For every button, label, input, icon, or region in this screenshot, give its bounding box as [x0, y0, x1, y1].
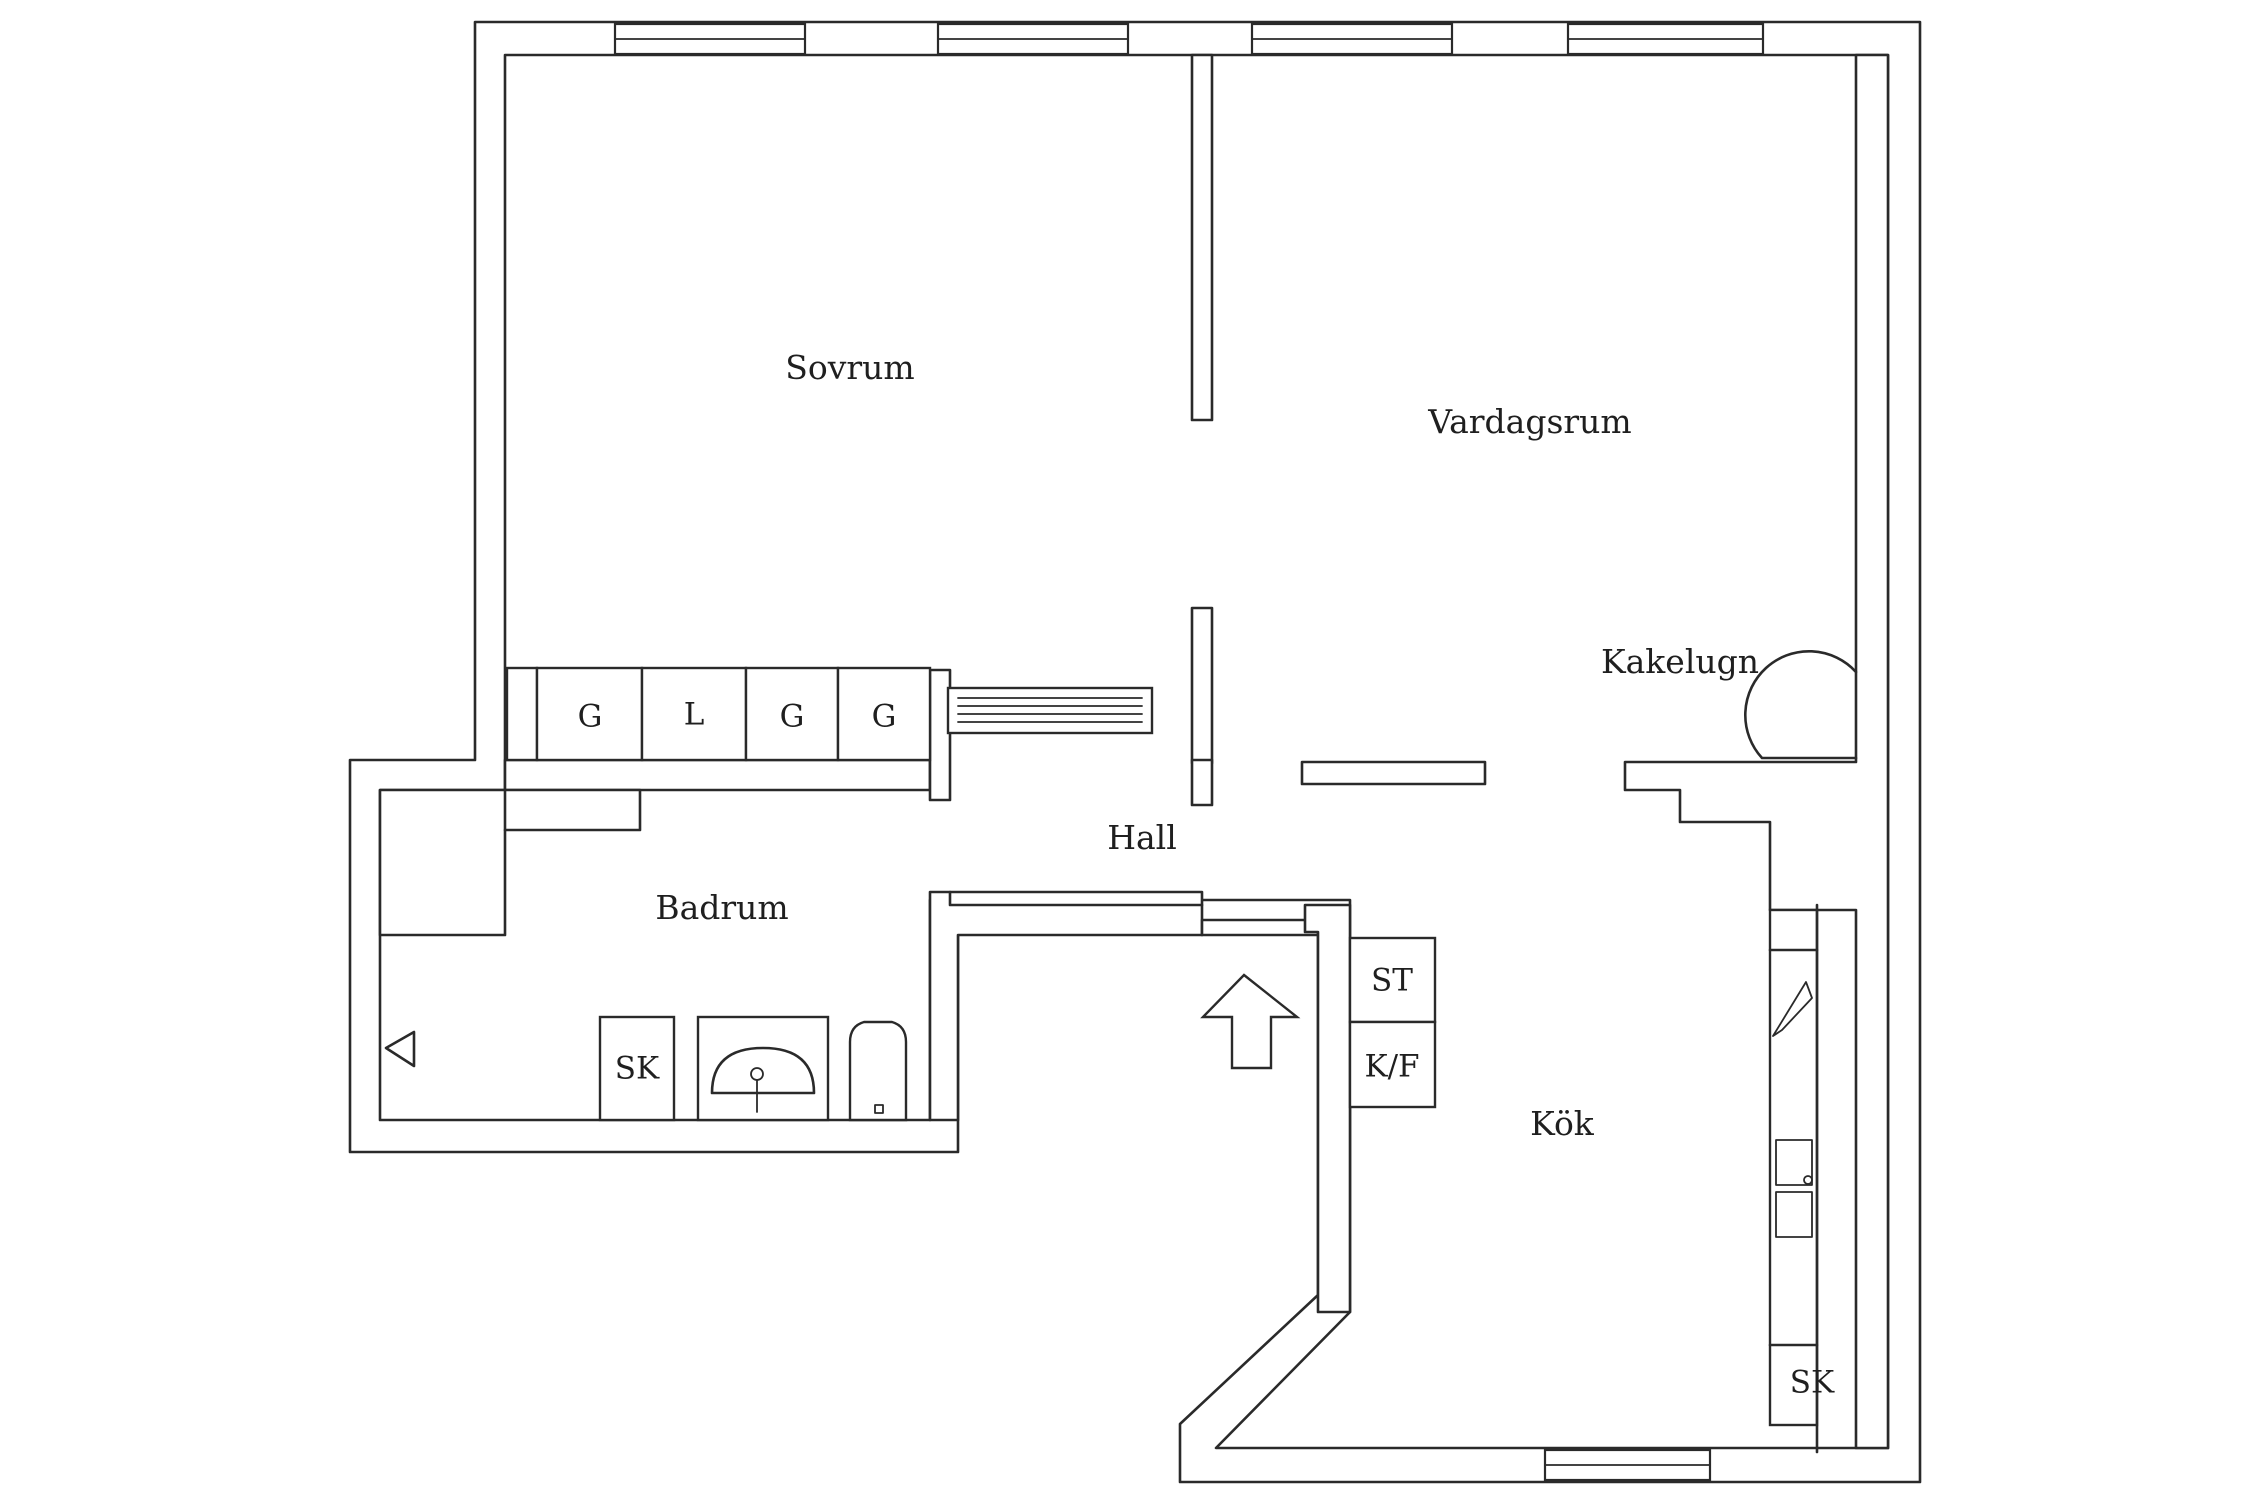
fridge-freezer-label: K/F — [1364, 1049, 1419, 1085]
wardrobe-label: G — [872, 699, 897, 735]
washbasin — [696, 1015, 830, 1122]
interior-walls — [378, 53, 1890, 1450]
windows-top — [613, 22, 1765, 56]
room-label-kok: Kök — [1530, 1104, 1595, 1143]
drain-triangle — [384, 1030, 416, 1068]
kitchen-counter — [1768, 903, 1819, 1454]
toilet — [848, 1020, 908, 1122]
bath-cabinet — [598, 1015, 676, 1122]
wardrobe-g-3 — [836, 666, 932, 762]
bath-sk-label: SK — [615, 1051, 660, 1087]
room-label-badrum: Badrum — [655, 888, 788, 927]
room-label-hall: Hall — [1107, 818, 1177, 857]
kakelugn-stove — [1744, 650, 1858, 760]
fridge-freezer — [1348, 1020, 1437, 1109]
wardrobe-label: L — [684, 697, 705, 733]
wardrobe-g-1 — [535, 666, 644, 762]
wardrobe-l — [640, 666, 748, 762]
room-label-sovrum: Sovrum — [785, 348, 914, 387]
stove-label: ST — [1371, 963, 1413, 999]
window-bottom — [1543, 1448, 1712, 1482]
room-label-kakelugn: Kakelugn — [1601, 642, 1759, 681]
entrance-arrow-icon — [1200, 973, 1301, 1070]
stove — [1348, 936, 1437, 1024]
wardrobe-row — [505, 666, 932, 762]
kitchen-sk-label: SK — [1790, 1365, 1835, 1401]
wardrobe-label: G — [780, 699, 805, 735]
wardrobe-label: G — [578, 699, 603, 735]
room-label-vardagsrum: Vardagsrum — [1427, 402, 1631, 441]
radiator — [946, 686, 1154, 735]
